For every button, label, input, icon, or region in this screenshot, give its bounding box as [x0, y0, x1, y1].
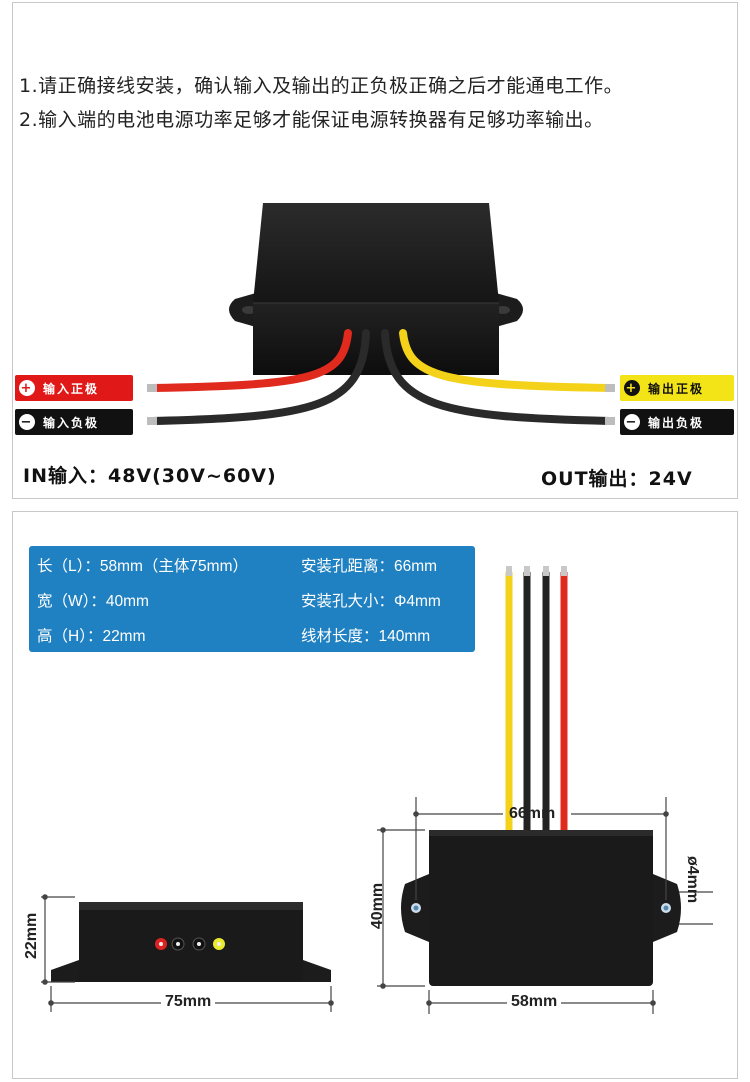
- top-view-drawing: [401, 566, 681, 986]
- wiring-panel: 1.请正确接线安装，确认输入及输出的正负极正确之后才能通电工作。 2.输入端的电…: [12, 2, 738, 499]
- output-voltage-label: OUT输出：24V: [541, 468, 693, 490]
- spec-hole-distance: 安装孔距离：66mm: [301, 558, 438, 575]
- spec-hole-size: 安装孔大小：Φ4mm: [301, 593, 441, 610]
- dimensions-panel: 长（L）：58mm（主体75mm） 宽（W）：40mm 高（H）：22mm 安装…: [12, 511, 738, 1079]
- tag-output-negative: − 输出负极: [620, 409, 734, 435]
- dim-hole-spacing: 66mm: [509, 805, 556, 822]
- dimension-drawings: [41, 566, 713, 1014]
- side-view-drawing: [51, 902, 331, 982]
- wire-input-negative: [149, 329, 370, 425]
- spec-width: 宽（W）：40mm: [37, 593, 149, 610]
- dim-side-length: 75mm: [161, 993, 216, 1011]
- converter-box-top: [253, 203, 499, 303]
- spec-wire-length: 线材长度：140mm: [301, 628, 431, 645]
- spec-height: 高（H）：22mm: [37, 628, 146, 645]
- spec-box: 长（L）：58mm（主体75mm） 宽（W）：40mm 高（H）：22mm 安装…: [29, 546, 475, 652]
- converter-box-front: [253, 303, 499, 375]
- plus-icon: +: [624, 380, 640, 396]
- wire-output-negative: [381, 329, 613, 425]
- tag-input-negative-label: 输入负极: [43, 415, 100, 430]
- wire-output-positive: [399, 329, 613, 392]
- input-voltage-label: IN输入：48V(30V~60V): [23, 465, 277, 487]
- plus-icon: +: [19, 380, 35, 396]
- tag-output-positive-label: 输出正极: [648, 381, 705, 396]
- tag-input-positive-label: 输入正极: [43, 381, 100, 396]
- dim-top-height: 40mm: [369, 882, 386, 930]
- dim-hole-diameter: ø4mm: [684, 856, 701, 904]
- wire-input-positive: [149, 329, 352, 392]
- dim-side-height: 22mm: [23, 912, 40, 959]
- minus-icon: −: [19, 414, 35, 430]
- spec-length: 长（L）：58mm（主体75mm）: [37, 558, 248, 575]
- minus-icon: −: [624, 414, 640, 430]
- converter-photo: [147, 203, 615, 425]
- dim-top-length: 58mm: [507, 993, 562, 1011]
- tag-input-positive: + 输入正极: [15, 375, 133, 401]
- note-line-1: 1.请正确接线安装，确认输入及输出的正负极正确之后才能通电工作。: [19, 75, 624, 97]
- tag-output-negative-label: 输出负极: [648, 415, 705, 430]
- tag-input-negative: − 输入负极: [15, 409, 133, 435]
- tag-output-positive: + 输出正极: [620, 375, 734, 401]
- note-line-2: 2.输入端的电池电源功率足够才能保证电源转换器有足够功率输出。: [19, 109, 604, 131]
